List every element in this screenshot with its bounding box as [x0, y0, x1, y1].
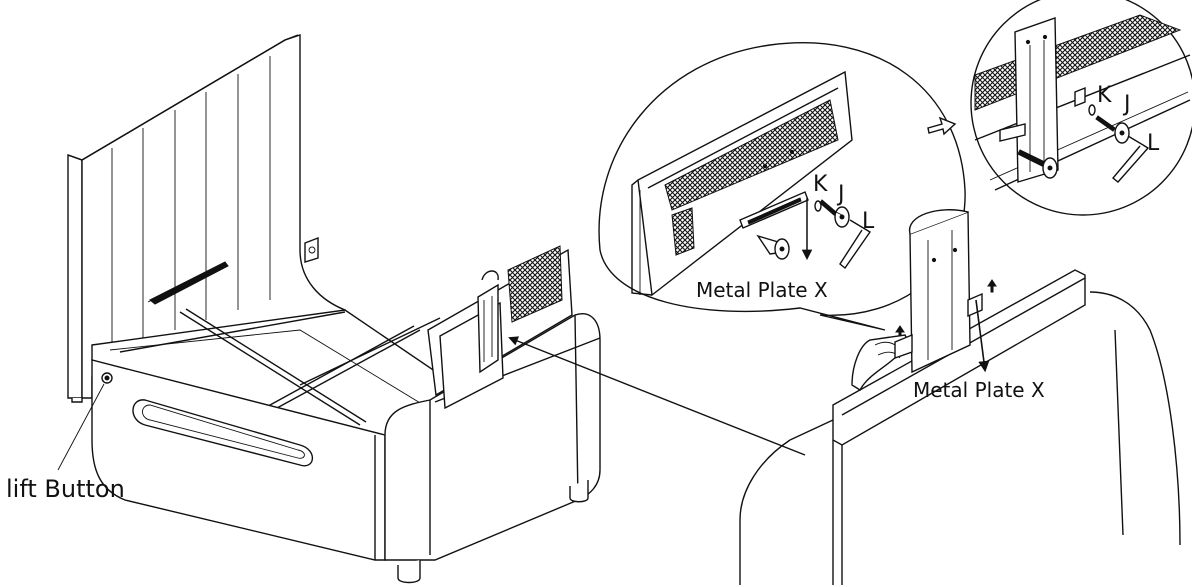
bed-frame: [67, 34, 601, 584]
footboard-closeup: [739, 209, 1181, 585]
lift-button-label: lift Button: [6, 475, 125, 503]
metal-plate-zoom-label: Metal Plate X: [696, 278, 828, 302]
detail-circle: [970, 0, 1192, 216]
metal-plate-main-label: Metal Plate X: [913, 378, 1045, 402]
part-k-zoom-label: K: [813, 172, 828, 197]
part-l-zoom-label: L: [862, 209, 875, 234]
part-j-detail-label: J: [1122, 92, 1131, 117]
part-l-detail-label: L: [1147, 131, 1160, 156]
part-k-detail-label: K: [1097, 83, 1112, 108]
part-j-zoom-label: J: [836, 182, 845, 207]
leader-lines: [57, 207, 843, 471]
transition-arrow: [927, 116, 957, 136]
zoom-callout-bubble: [598, 42, 966, 331]
